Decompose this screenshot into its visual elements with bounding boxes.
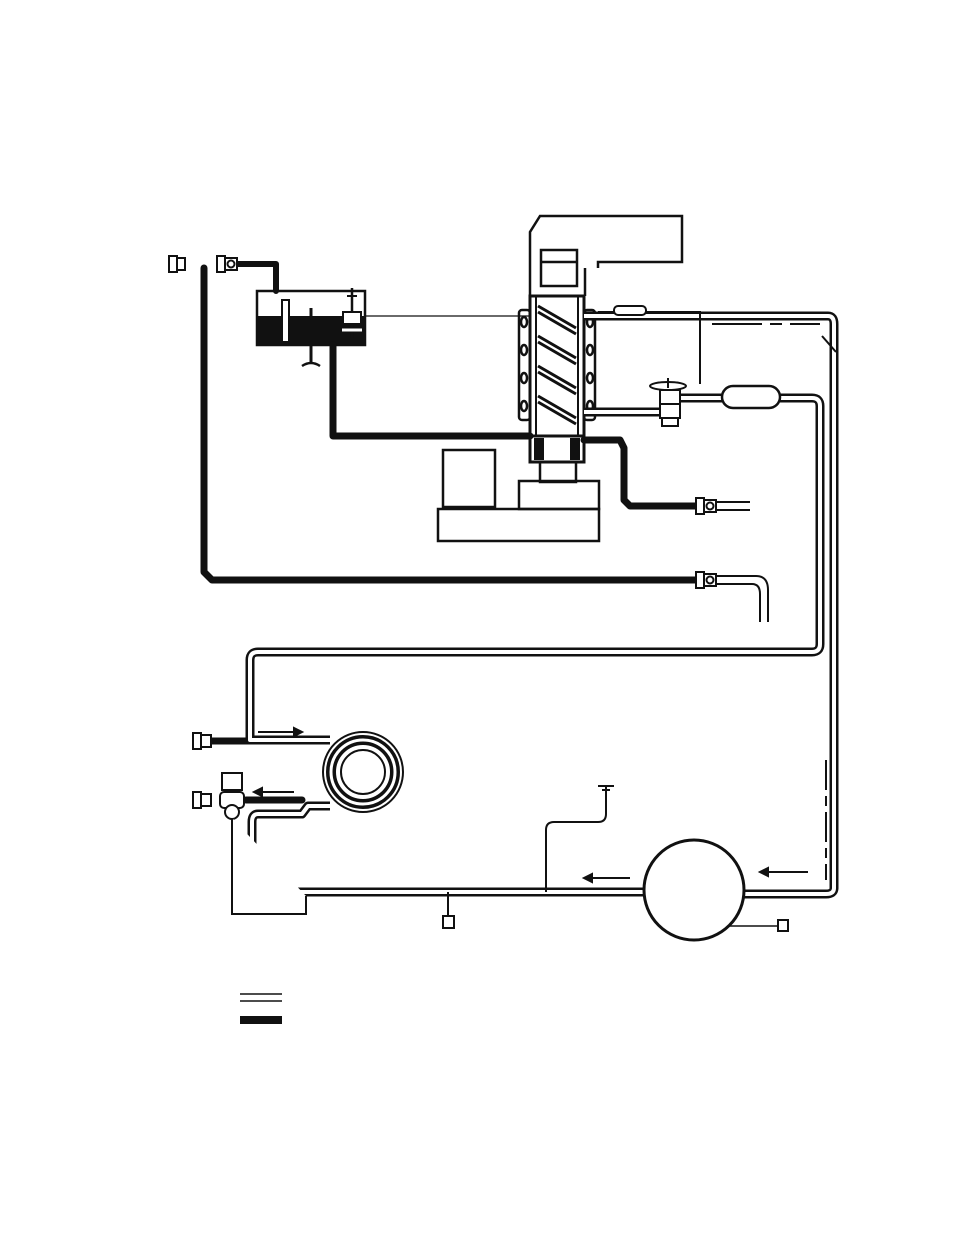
- condenser-coil: [323, 732, 403, 812]
- water-reservoir: [257, 288, 530, 366]
- legend: [240, 990, 300, 1030]
- solid-bar-icon: [240, 1016, 282, 1024]
- expansion-valve: [650, 378, 686, 426]
- sensing-bulb: [614, 306, 646, 315]
- accumulator: [722, 386, 780, 408]
- double-line-icon: [240, 994, 282, 1001]
- gear-motor: [438, 450, 599, 541]
- legend-swatches: [240, 990, 300, 1030]
- service-port: [443, 786, 614, 928]
